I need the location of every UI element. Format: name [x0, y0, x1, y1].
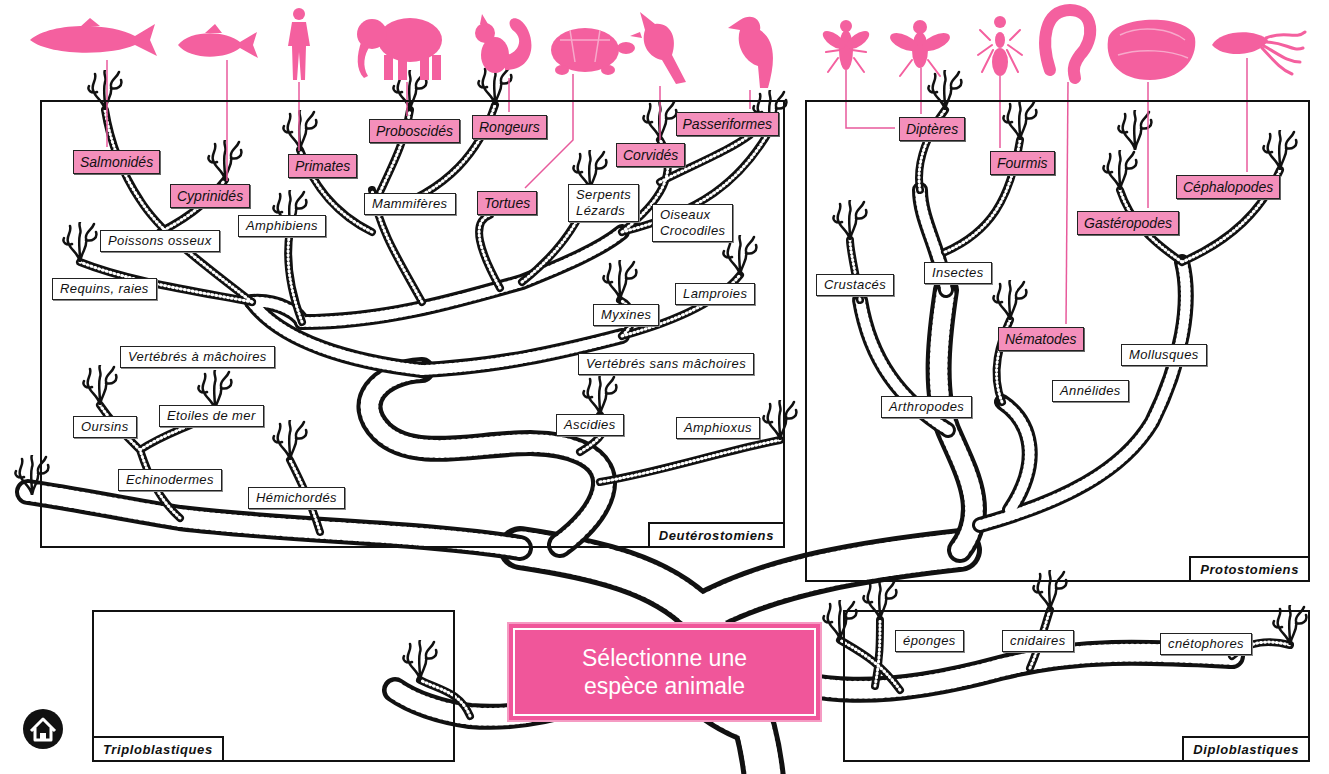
- clade-label: Etoiles de mer: [159, 405, 264, 427]
- clade-name: Annélides: [1060, 383, 1121, 399]
- clade-name: Insectes: [932, 265, 984, 281]
- heading-tab: Triploblastiques: [94, 736, 224, 760]
- clade-label: Insectes: [924, 262, 992, 284]
- clade-label: Ascidies: [556, 414, 624, 436]
- clade-label: Serpents Lézards: [568, 184, 639, 222]
- clade-name: Crustacés: [824, 277, 886, 293]
- clade-label: Echinodermes: [118, 469, 222, 491]
- clade-name: Arthropodes: [889, 399, 964, 415]
- clade-label: Hémichordés: [248, 487, 345, 509]
- clade-name: Requins, raies: [60, 281, 149, 297]
- clade-name: Poissons osseux: [108, 233, 212, 249]
- heading-tab: Deutérostomiens: [648, 522, 783, 546]
- clade-label: Amphioxus: [676, 417, 760, 439]
- taxon-name: Gastéropodes: [1084, 214, 1172, 232]
- panel-heading: Protostomiens: [1200, 562, 1299, 577]
- clade-label: Vertébrés à mâchoires: [120, 346, 275, 368]
- taxon-label: Fourmis: [990, 151, 1055, 175]
- icon-details: [560, 29, 1188, 62]
- leader-lines: [107, 58, 1247, 324]
- clade-label: Arthropodes: [881, 396, 972, 418]
- taxon-label: Gastéropodes: [1077, 211, 1179, 235]
- clade-name: Amphioxus: [684, 420, 752, 436]
- clade-label: Requins, raies: [52, 278, 157, 300]
- animal-icon-strokes: [826, 10, 1305, 78]
- taxon-label: Salmonidés: [73, 150, 160, 174]
- panel-heading: Deutérostomiens: [659, 528, 774, 543]
- taxon-label: Tortues: [477, 191, 537, 215]
- clade-label: Mollusques: [1121, 344, 1207, 366]
- clade-name: Vertébrés sans mâchoires: [586, 356, 746, 372]
- taxon-label: Proboscidés: [369, 119, 460, 143]
- taxon-label: Nématodes: [998, 327, 1084, 351]
- taxon-name: Cyprinidés: [177, 187, 243, 205]
- clade-name: Lamproies: [683, 286, 747, 302]
- clade-panel: Triploblastiques: [92, 610, 455, 762]
- clade-label: Poissons osseux: [100, 230, 220, 252]
- panel-heading: Diploblastiques: [1193, 742, 1299, 757]
- heading-tab: Diploblastiques: [1182, 736, 1308, 760]
- clade-name: Etoiles de mer: [167, 408, 256, 424]
- clade-name: Oiseaux Crocodiles: [660, 207, 725, 239]
- clade-name: Oursins: [81, 419, 129, 435]
- clade-name: Serpents Lézards: [576, 187, 631, 219]
- clade-label: Lamproies: [675, 283, 755, 305]
- taxon-name: Nématodes: [1005, 330, 1077, 348]
- clade-name: Hémichordés: [256, 490, 337, 506]
- clade-name: Mollusques: [1129, 347, 1199, 363]
- clade-label: cnétophores: [1160, 633, 1252, 655]
- clade-name: éponges: [903, 633, 956, 649]
- clade-name: Amphibiens: [246, 218, 318, 234]
- taxon-label: Corvidés: [616, 143, 685, 167]
- taxon-label: Diptères: [899, 117, 965, 141]
- clade-label: Myxines: [593, 304, 659, 326]
- clade-label: Crustacés: [816, 274, 894, 296]
- clade-name: Echinodermes: [126, 472, 214, 488]
- clade-label: cnidaires: [1002, 630, 1074, 652]
- animal-icons: [30, 8, 1268, 88]
- taxon-name: Passeriformes: [683, 115, 772, 133]
- panel-heading: Triploblastiques: [103, 742, 213, 757]
- clade-label: Vertébrés sans mâchoires: [578, 353, 754, 375]
- taxon-name: Rongeurs: [479, 118, 540, 136]
- clade-panel: Diploblastiques éponges cnidaires cnétophor…: [843, 610, 1310, 762]
- clade-name: cnidaires: [1010, 633, 1066, 649]
- taxon-name: Corvidés: [623, 146, 678, 164]
- branch-tufts: [15, 65, 1306, 680]
- taxon-name: Primates: [295, 157, 350, 175]
- clade-name: cnétophores: [1168, 636, 1244, 652]
- tree-branches: [28, 105, 1290, 774]
- taxon-label: Rongeurs: [472, 115, 547, 139]
- taxon-label: Céphalopodes: [1176, 175, 1280, 199]
- taxon-name: Salmonidés: [80, 153, 153, 171]
- clade-label: Amphibiens: [238, 215, 326, 237]
- taxon-name: Céphalopodes: [1183, 178, 1273, 196]
- taxon-name: Diptères: [906, 120, 958, 138]
- clade-label: Mammifères: [364, 193, 456, 215]
- taxon-label: Passeriformes: [676, 112, 779, 136]
- clade-name: Myxines: [601, 307, 651, 323]
- taxon-name: Tortues: [484, 194, 530, 212]
- clade-label: Annélides: [1052, 380, 1129, 402]
- prompt-button: Sélectionne une espèce animale: [507, 622, 822, 722]
- home-icon: [23, 709, 63, 749]
- clade-panel: Deutérostomiens SalmonidésCyprinidés Prima…: [40, 100, 785, 548]
- taxon-name: Proboscidés: [376, 122, 453, 140]
- clade-panel: Protostomiens DiptèresFourmisCéphalopodes…: [805, 100, 1310, 582]
- heading-tab: Protostomiens: [1189, 556, 1308, 580]
- clade-label: Oursins: [73, 416, 137, 438]
- clade-label: Oiseaux Crocodiles: [652, 204, 733, 242]
- clade-name: Mammifères: [372, 196, 448, 212]
- clade-name: Ascidies: [564, 417, 616, 433]
- taxon-name: Fourmis: [997, 154, 1048, 172]
- taxon-label: Primates: [288, 154, 357, 178]
- taxon-label: Cyprinidés: [170, 184, 250, 208]
- clade-name: Vertébrés à mâchoires: [128, 349, 267, 365]
- clade-label: éponges: [895, 630, 964, 652]
- prompt-text: Sélectionne une espèce animale: [561, 644, 768, 700]
